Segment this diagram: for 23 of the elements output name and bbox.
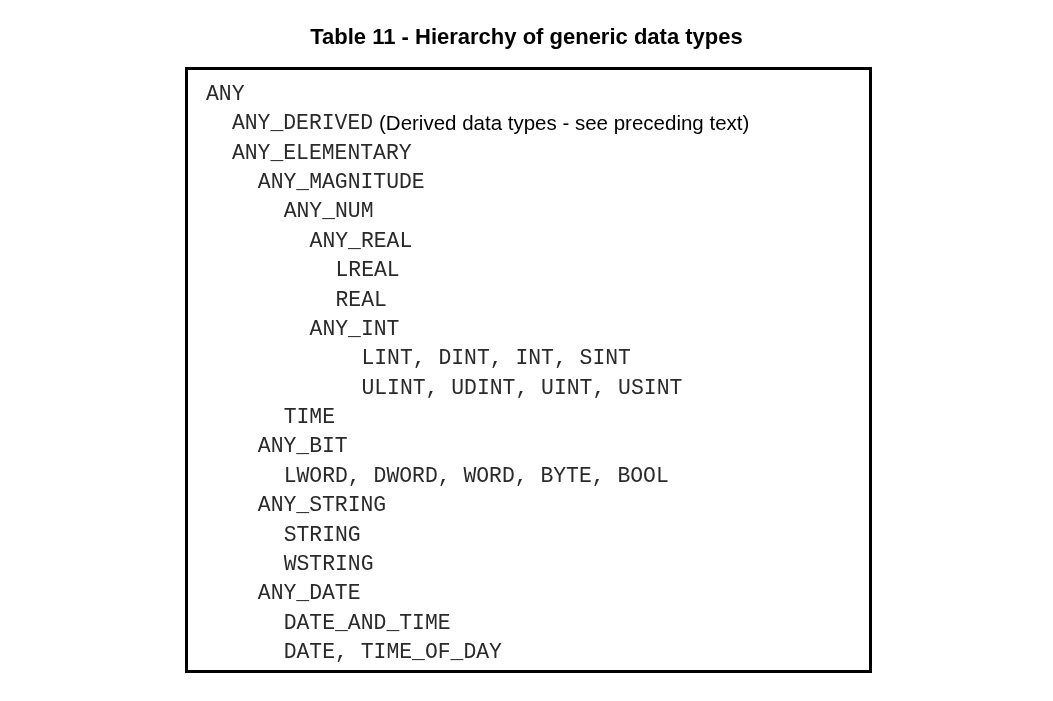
type-name: ANY_INT xyxy=(309,316,400,341)
type-name: REAL xyxy=(335,287,387,312)
type-name: ANY_STRING xyxy=(257,493,387,518)
type-name: ANY_MAGNITUDE xyxy=(257,170,425,195)
type-name: ANY_BIT xyxy=(257,434,348,459)
hierarchy-table xyxy=(185,67,872,673)
type-name: DATE_AND_TIME xyxy=(283,610,451,635)
type-name: DATE, TIME_OF_DAY xyxy=(283,640,502,664)
type-name: ANY_DATE xyxy=(257,581,361,606)
type-name: ANY_ELEMENTARY xyxy=(231,140,412,165)
type-name: ANY_REAL xyxy=(309,228,413,253)
type-name: TIME xyxy=(283,405,336,430)
type-name: LREAL xyxy=(335,258,400,283)
type-name: ULINT, UDINT, UINT, USINT xyxy=(361,375,683,400)
type-name: ANY_NUM xyxy=(283,199,374,224)
type-name: ANY xyxy=(206,82,245,106)
type-name: STRING xyxy=(283,522,361,547)
type-name: LINT, DINT, INT, SINT xyxy=(361,346,631,371)
type-name: LWORD, DWORD, WORD, BYTE, BOOL xyxy=(283,463,669,488)
type-name: WSTRING xyxy=(283,551,374,576)
table-title: Table 11 - Hierarchy of generic data types xyxy=(309,23,744,51)
note-text: (Derived data types - see preceding text) xyxy=(379,111,750,136)
type-name: ANY_DERIVED xyxy=(231,111,374,136)
